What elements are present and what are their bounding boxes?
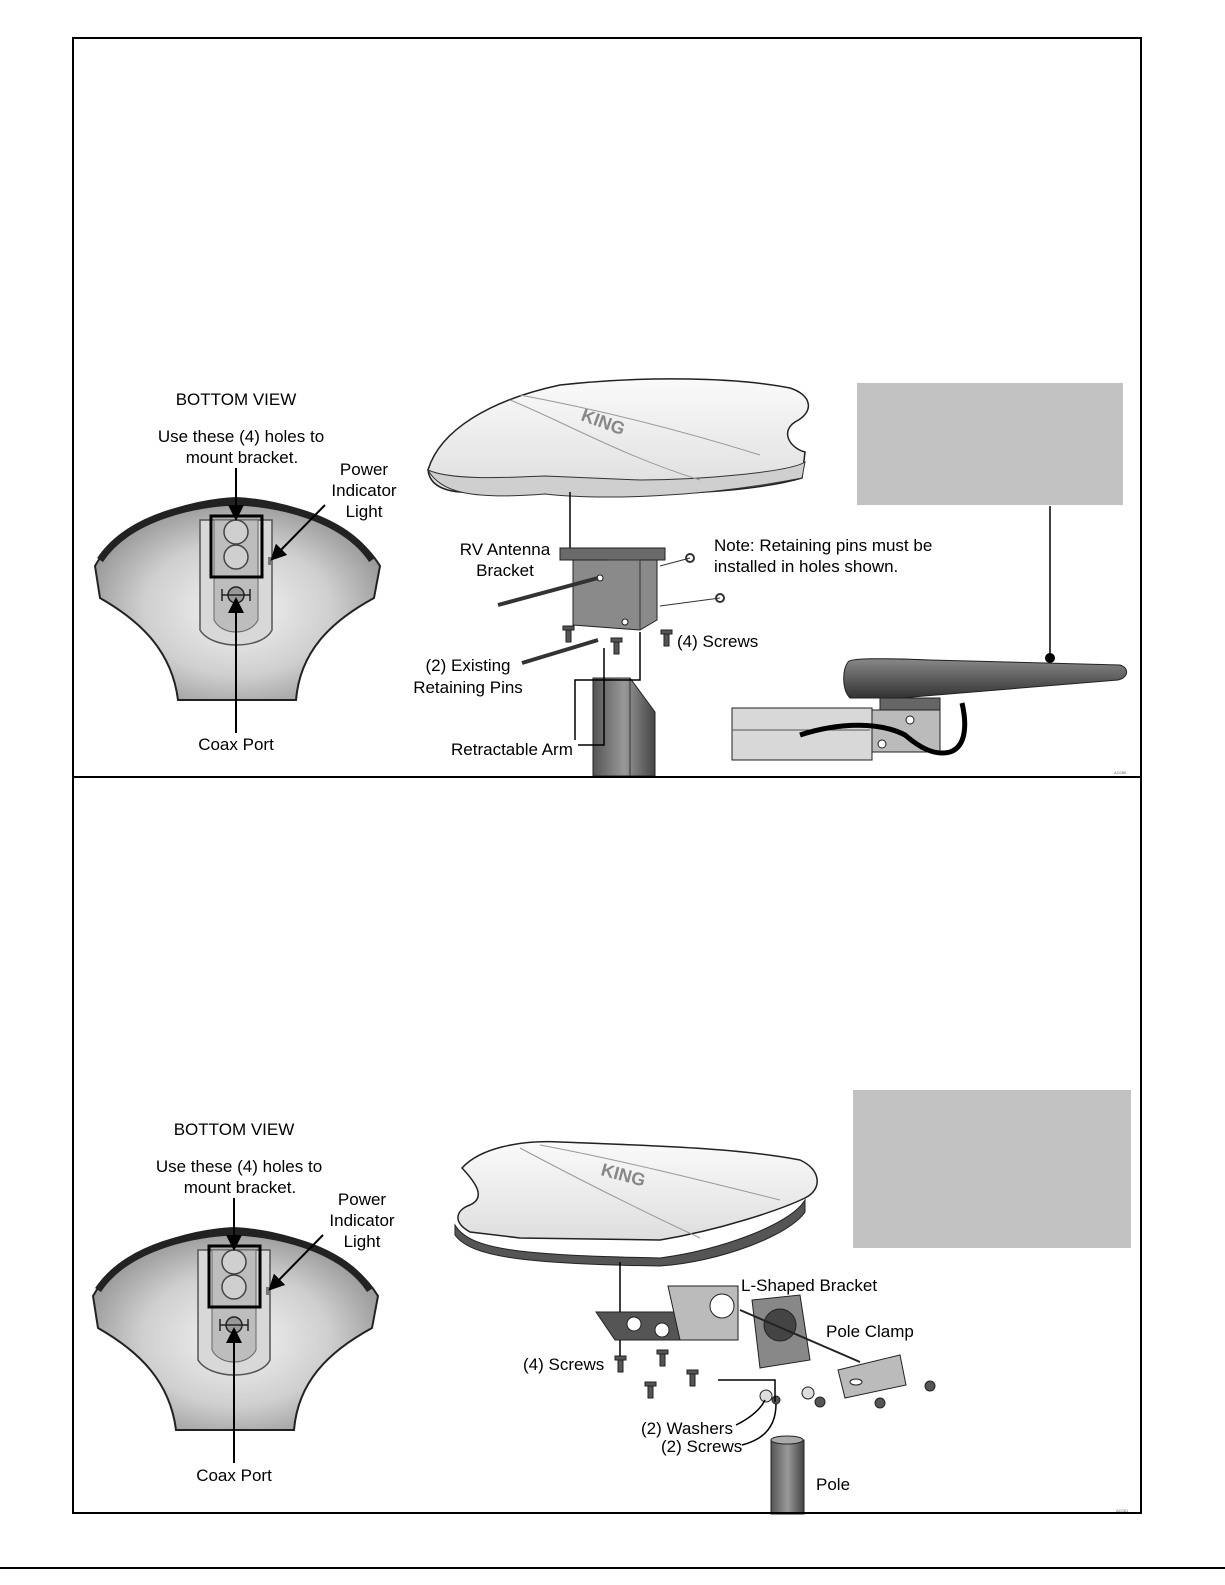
figure-code: AC081	[1116, 1508, 1129, 1513]
bottom-view-title: BOTTOM VIEW	[173, 1120, 295, 1139]
screws-label: (4) Screws	[677, 632, 759, 651]
image-placeholder-box-bottom	[853, 1090, 1131, 1248]
installation-panel-pole-mount	[72, 776, 1142, 1514]
bottom-view-title: BOTTOM VIEW	[175, 390, 297, 409]
mount-holes-label-line1: Use these (4) holes to	[157, 427, 325, 446]
pole-label: Pole	[816, 1475, 851, 1494]
mount-holes-label-line1: Use these (4) holes to	[155, 1157, 323, 1176]
rv-bracket-label-line1: RV Antenna	[459, 540, 551, 559]
page-footer-rule	[0, 1567, 1225, 1569]
rv-bracket-label-line2: Bracket	[476, 561, 534, 580]
existing-pins-label-line2: Retaining Pins	[413, 678, 523, 697]
coax-port-label: Coax Port	[196, 1466, 272, 1485]
bottom-view-drawing-2	[91, 1198, 380, 1463]
retaining-pins-note-line2: installed in holes shown.	[714, 557, 899, 576]
power-indicator-label-line1: Power	[337, 1190, 387, 1209]
antenna-side-view-1	[731, 506, 1127, 761]
screws-2-label: (2) Screws	[661, 1437, 743, 1456]
antenna-exploded-drawing-2: KING	[454, 1140, 936, 1515]
washers-label: (2) Washers	[641, 1419, 733, 1438]
existing-pins-label-line1: (2) Existing	[425, 656, 511, 675]
mount-holes-label-line2: mount bracket.	[183, 1178, 297, 1197]
power-indicator-label-line2: Indicator	[329, 1211, 395, 1230]
figure-code: AC080	[1114, 770, 1127, 775]
bottom-view-drawing-1	[93, 468, 382, 733]
power-indicator-label-line2: Indicator	[331, 481, 397, 500]
coax-port-label: Coax Port	[198, 735, 274, 754]
retaining-pins-note-line1: Note: Retaining pins must be	[714, 536, 933, 555]
image-placeholder-box-top	[857, 383, 1123, 505]
mount-holes-label-line2: mount bracket.	[185, 448, 299, 467]
pole-clamp-label: Pole Clamp	[826, 1322, 914, 1341]
retractable-arm-label: Retractable Arm	[451, 740, 573, 759]
power-indicator-label-line3: Light	[343, 1232, 381, 1251]
screws-label: (4) Screws	[523, 1355, 605, 1374]
antenna-exploded-drawing-1: KING	[426, 378, 809, 777]
power-indicator-label-line3: Light	[345, 502, 383, 521]
power-indicator-label-line1: Power	[339, 460, 389, 479]
l-shaped-bracket-label: L-Shaped Bracket	[741, 1276, 878, 1295]
